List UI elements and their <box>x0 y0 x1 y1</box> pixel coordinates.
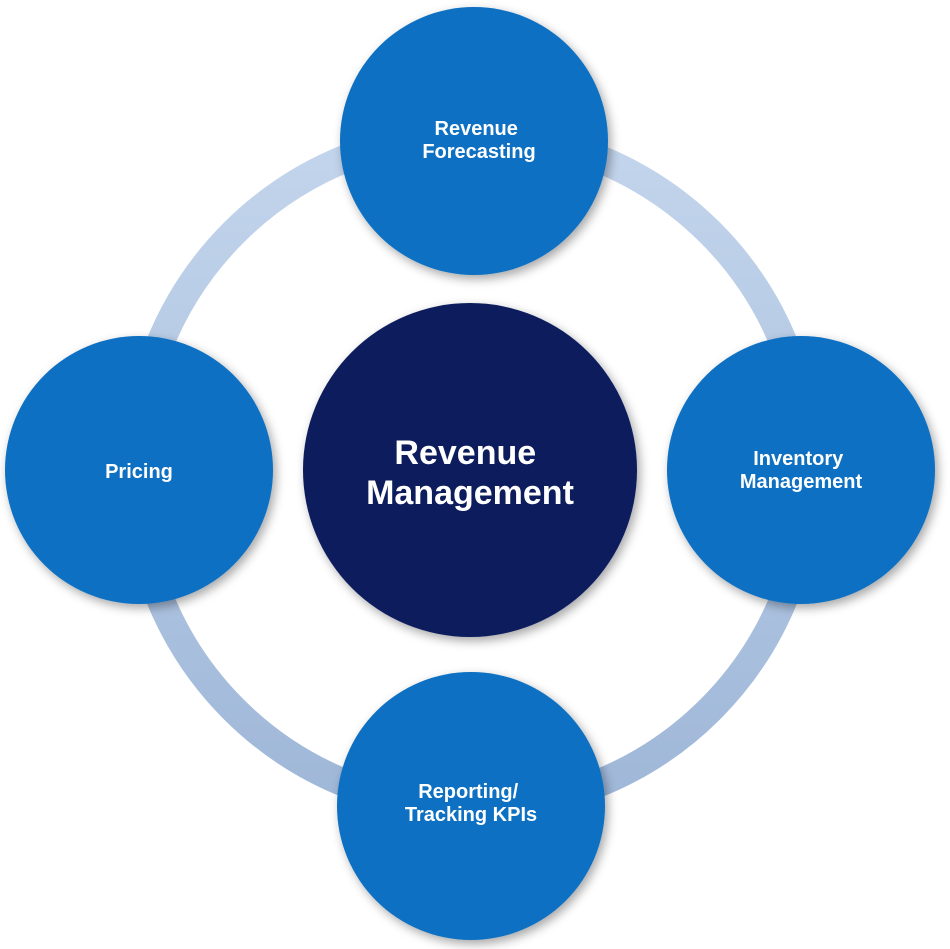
node-label-line: Management <box>740 471 863 493</box>
center-label-line: Management <box>366 474 574 512</box>
svg-text:Pricing: Pricing <box>105 461 173 483</box>
node-label-line: Inventory <box>753 448 844 470</box>
node-circle <box>5 336 273 604</box>
center-circle <box>303 303 637 637</box>
center-node-revenue-management: Revenue Management <box>303 303 637 637</box>
node-label-line: Tracking KPIs <box>405 804 537 826</box>
node-circle <box>337 672 605 940</box>
svg-text:Revenue Management: Revenue Management <box>366 434 574 512</box>
center-label-line: Revenue <box>394 434 536 472</box>
node-label-line: Pricing <box>105 461 173 483</box>
svg-text:Reporting/ Tracking KPIs: Reporting/ Tracking KPIs <box>405 781 537 826</box>
node-circle <box>340 7 608 275</box>
node-label-line: Forecasting <box>422 141 535 163</box>
node-circle <box>667 336 935 604</box>
node-label-line: Revenue <box>435 118 518 140</box>
node-reporting-tracking-kpis: Reporting/ Tracking KPIs <box>337 672 605 940</box>
node-label-line: Reporting/ <box>418 781 518 803</box>
node-inventory-management: Inventory Management <box>667 336 935 604</box>
node-pricing: Pricing <box>5 336 273 604</box>
svg-text:Inventory Management: Inventory Management <box>740 448 863 493</box>
svg-text:Revenue Forecasting: Revenue Forecasting <box>422 118 535 163</box>
node-revenue-forecasting: Revenue Forecasting <box>340 7 608 275</box>
